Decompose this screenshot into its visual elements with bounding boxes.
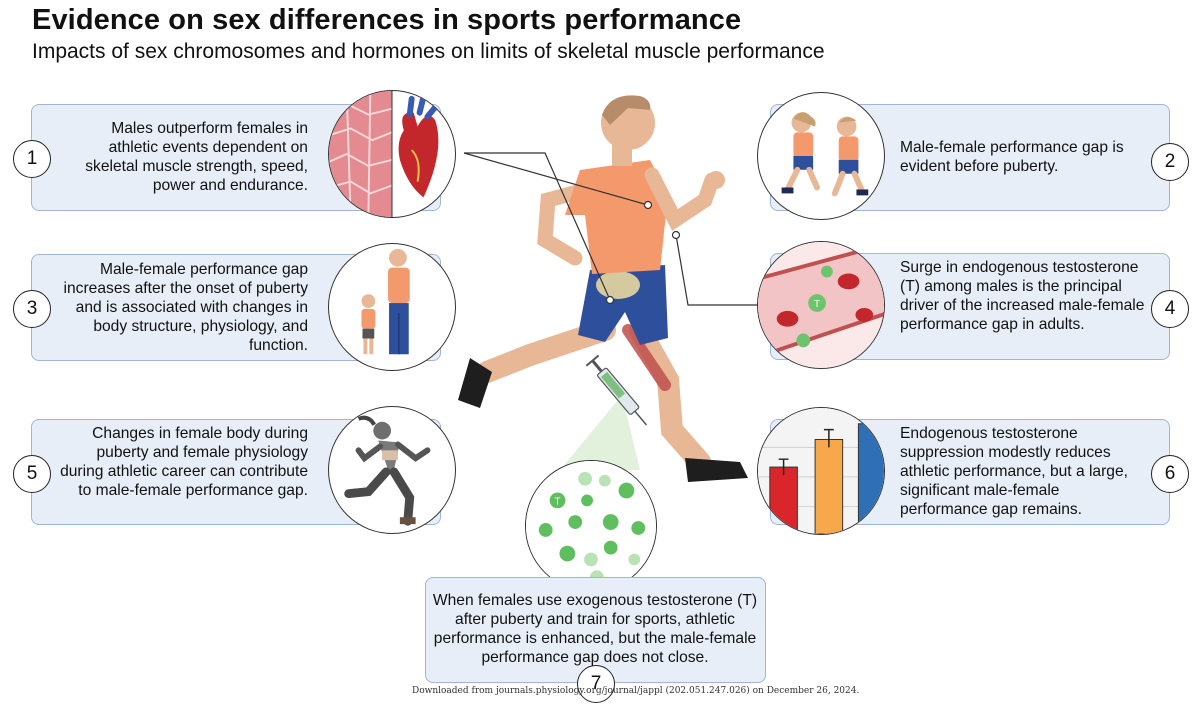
- panel-3-text: Male-female performance gap increases af…: [63, 261, 308, 354]
- panel-6-text: Endogenous testosterone suppression mode…: [900, 425, 1128, 518]
- bar-chart-icon: [757, 407, 885, 535]
- boy-man-growth-icon: [328, 243, 456, 371]
- spotlight-cone: [560, 395, 640, 470]
- connector-line-1: [464, 152, 611, 301]
- connector-line-4: [675, 234, 765, 306]
- molecule-t-label-2: T: [555, 496, 561, 507]
- panel-3-number: 3: [13, 290, 51, 328]
- panel-7-text: When females use exogenous testosterone …: [432, 592, 758, 666]
- connector-line-1b: [463, 152, 649, 206]
- panel-5-number: 5: [13, 455, 51, 493]
- testosterone-molecules-icon: T: [525, 460, 657, 592]
- panel-2-number: 2: [1151, 143, 1189, 181]
- running-children-icon: [757, 92, 885, 220]
- muscle-heart-icon: [328, 90, 456, 218]
- page-subtitle: Impacts of sex chromosomes and hormones …: [32, 40, 825, 63]
- panel-7-number: 7: [577, 665, 615, 703]
- panel-4-text: Surge in endogenous testosterone (T) amo…: [900, 259, 1145, 333]
- panel-6-number: 6: [1151, 455, 1189, 493]
- panel-2-text: Male-female performance gap is evident b…: [900, 139, 1124, 175]
- panel-4-number: 4: [1151, 290, 1189, 328]
- panel-1-text: Males outperform females in athletic eve…: [85, 120, 308, 194]
- panel-1-number: 1: [13, 140, 51, 178]
- download-footer: Downloaded from journals.physiology.org/…: [412, 686, 860, 696]
- panel-5-text: Changes in female body during puberty an…: [60, 425, 308, 499]
- female-runner-icon: [328, 406, 456, 534]
- molecule-t-label: T: [814, 299, 820, 310]
- page-title: Evidence on sex differences in sports pe…: [32, 4, 742, 36]
- blood-vessel-icon: T: [757, 241, 885, 369]
- syringe-icon: [585, 354, 648, 426]
